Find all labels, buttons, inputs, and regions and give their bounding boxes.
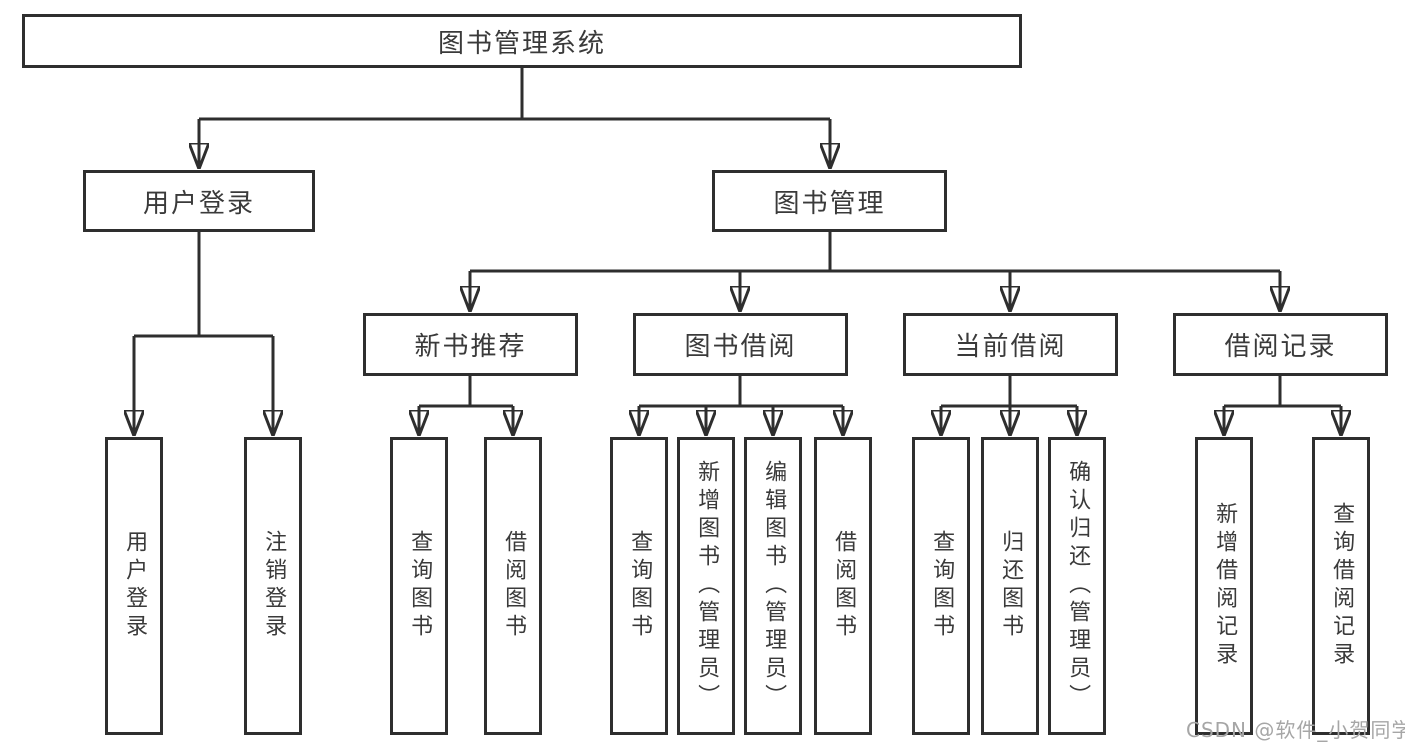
csdn-watermark-text: CSDN @软件_小贺同学 [1186,718,1405,742]
node-current-borrowing: 当前借阅 [903,313,1118,376]
node-borrowing-records: 借阅记录 [1173,313,1388,376]
leaf-logout-label: 注销登录 [261,530,287,642]
leaf-borrow-books-2-label: 借阅图书 [831,530,857,642]
node-book-management-label: 图书管理 [773,188,886,219]
leaf-confirm-return-admin-label: 确认归还（管理员） [1065,460,1091,712]
leaf-add-book-admin: 新增图书（管理员） [677,437,735,735]
node-user-login: 用户登录 [83,170,315,232]
node-borrowing-records-label: 借阅记录 [1224,332,1337,362]
leaf-logout: 注销登录 [244,437,302,735]
leaf-query-books-2: 查询图书 [610,437,668,735]
leaf-add-borrow-record: 新增借阅记录 [1195,437,1253,735]
leaf-confirm-return-admin: 确认归还（管理员） [1048,437,1106,735]
leaf-borrow-books-1: 借阅图书 [484,437,542,735]
node-new-book-recommendation: 新书推荐 [363,313,578,376]
leaf-edit-book-admin: 编辑图书（管理员） [744,437,802,735]
connector-trunks [134,68,1341,408]
leaf-return-book: 归还图书 [981,437,1039,735]
node-current-borrowing-label: 当前借阅 [954,332,1067,362]
leaf-user-login: 用户登录 [105,437,163,735]
leaf-query-books-3-label: 查询图书 [929,530,955,642]
node-book-borrowing-label: 图书借阅 [684,332,797,362]
node-new-book-recommendation-label: 新书推荐 [414,332,527,362]
leaf-add-book-admin-label: 新增图书（管理员） [694,460,720,712]
leaf-return-book-label: 归还图书 [998,530,1024,642]
node-root-label: 图书管理系统 [437,28,606,59]
leaf-query-books-3: 查询图书 [912,437,970,735]
node-root-library-management-system: 图书管理系统 [22,14,1022,68]
node-user-login-label: 用户登录 [142,188,255,219]
leaf-query-borrow-record-label: 查询借阅记录 [1329,502,1355,670]
leaf-query-books-2-label: 查询图书 [627,530,653,642]
leaf-edit-book-admin-label: 编辑图书（管理员） [761,460,787,712]
leaf-add-borrow-record-label: 新增借阅记录 [1212,502,1238,670]
leaf-borrow-books-1-label: 借阅图书 [501,530,527,642]
leaf-query-borrow-record: 查询借阅记录 [1312,437,1370,735]
leaf-user-login-label: 用户登录 [122,530,148,642]
node-book-borrowing: 图书借阅 [633,313,848,376]
leaf-borrow-books-2: 借阅图书 [814,437,872,735]
leaf-query-books-1: 查询图书 [390,437,448,735]
node-book-management: 图书管理 [712,170,947,232]
leaf-query-books-1-label: 查询图书 [407,530,433,642]
